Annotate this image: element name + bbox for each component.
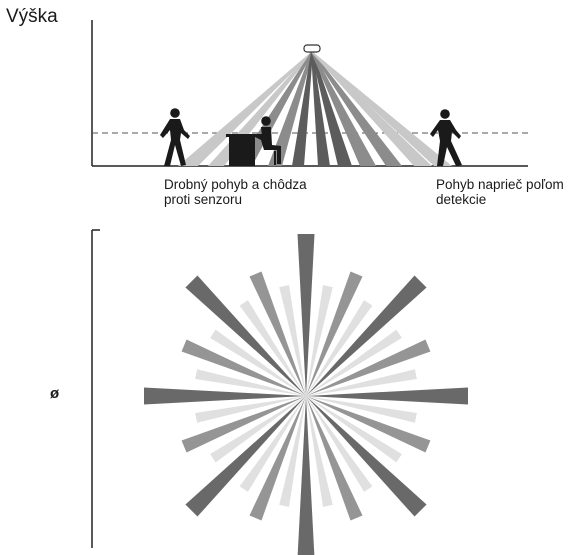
side-beam [311, 52, 330, 166]
desk-worker-icon [226, 116, 281, 166]
radial-beam [210, 396, 306, 463]
radial-beam [306, 387, 468, 405]
radial-beam [239, 396, 306, 492]
side-beam [311, 52, 452, 166]
side-beam [236, 52, 313, 166]
radial-beam [181, 339, 306, 396]
radial-beam [306, 285, 333, 396]
radial-beam [306, 329, 402, 396]
side-beam [292, 52, 313, 166]
radial-beam [185, 275, 306, 396]
walking-person-left-icon [160, 108, 190, 166]
radial-beam [195, 396, 306, 423]
radial-beam [306, 396, 402, 463]
sensor-icon [303, 44, 321, 53]
radial-beam [279, 285, 306, 396]
radial-beam [306, 300, 373, 396]
radial-beam [195, 369, 306, 396]
radial-beam [144, 387, 306, 405]
diameter-axis-label: ø [50, 385, 60, 402]
caption-left-line-2: proti senzoru [164, 192, 243, 207]
radial-beam [185, 396, 306, 517]
radial-beam [306, 396, 431, 453]
caption-right-line-1: Pohyb naprieč poľom [436, 177, 564, 192]
radial-beam [279, 396, 306, 507]
radial-beam [306, 271, 363, 396]
side-beam [311, 52, 432, 166]
radial-beam [306, 396, 333, 507]
radial-beam [297, 234, 315, 396]
radial-beam [249, 271, 306, 396]
radial-beam [249, 396, 306, 521]
side-beam [311, 52, 402, 166]
walking-person-right-icon [430, 109, 462, 166]
radial-beam [306, 396, 427, 517]
height-axis-label: Výška [6, 6, 58, 27]
radial-beam [210, 329, 306, 396]
radial-beam [297, 396, 315, 555]
radial-beam [306, 339, 431, 396]
radial-beam [306, 369, 417, 396]
radial-beam [306, 396, 373, 492]
radial-beam [239, 300, 306, 396]
radial-beam [306, 396, 417, 423]
side-beam [311, 52, 352, 166]
radial-beam [181, 396, 306, 453]
caption-left-line-1: Drobný pohyb a chôdza [164, 177, 307, 192]
side-beam [268, 52, 313, 166]
side-beam [311, 52, 376, 166]
caption-right-line-2: detekcie [436, 192, 487, 207]
radial-beam [306, 275, 427, 396]
radial-beam [306, 396, 363, 521]
side-beam [178, 52, 313, 166]
side-beams [178, 52, 452, 166]
radial-beam-pattern [144, 234, 468, 555]
